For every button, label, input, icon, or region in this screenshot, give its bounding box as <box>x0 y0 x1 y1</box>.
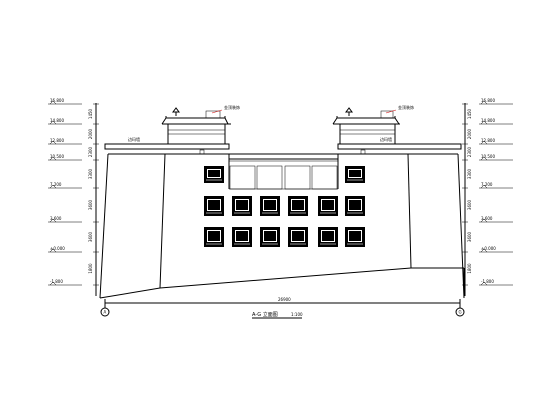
level-label: 7.200 <box>481 182 493 187</box>
axis-start-label: A <box>104 310 107 315</box>
building-outline <box>99 153 465 299</box>
dimension-label: 1450 <box>467 108 472 119</box>
window <box>345 166 365 183</box>
level-label: 10.500 <box>50 154 64 159</box>
level-label: 3.600 <box>481 216 493 221</box>
left-tower-note: 金顶装饰 <box>224 104 240 110</box>
level-label: 7.200 <box>50 182 62 187</box>
window <box>260 196 280 216</box>
level-label: 10.500 <box>481 154 495 159</box>
right-level-scale: 16.800 14.800 12.800 10.500 7.200 3.600 ±0.000… <box>462 98 513 296</box>
level-marker: ±0.000 <box>48 246 99 253</box>
level-marker: 16.800 <box>48 98 99 105</box>
dimension-label: 1800 <box>467 263 472 274</box>
window <box>232 196 252 216</box>
dimension-label: 1450 <box>88 108 93 119</box>
level-marker: 10.500 <box>462 154 513 161</box>
window <box>288 227 308 247</box>
window <box>204 196 224 216</box>
window <box>260 227 280 247</box>
dimension-label: 1800 <box>88 263 93 274</box>
level-label: 14.800 <box>50 118 64 123</box>
level-marker: ±0.000 <box>462 246 513 253</box>
level-label: 16.800 <box>481 98 495 103</box>
level-marker: 3.600 <box>462 216 513 223</box>
window <box>318 227 338 247</box>
cornice-bands <box>104 143 462 162</box>
level-label: 16.800 <box>50 98 64 103</box>
dimension-label: 3600 <box>467 199 472 210</box>
left-tower-roof: 金顶装饰 <box>161 104 240 144</box>
title-label: A-G 立面图 <box>252 311 278 318</box>
window-group <box>204 166 365 247</box>
dimension-label: 3300 <box>88 168 93 179</box>
level-marker: 7.200 <box>48 182 99 189</box>
drawing-title: A-G 立面图 1:100 <box>252 311 303 319</box>
axis-markers: A G <box>100 300 465 317</box>
dimension-label: 2000 <box>88 128 93 139</box>
level-label: -1.800 <box>481 279 494 284</box>
level-label: 14.800 <box>481 118 495 123</box>
window <box>204 227 224 247</box>
dimension-label: 2000 <box>467 128 472 139</box>
title-scale: 1:100 <box>291 312 303 317</box>
window <box>204 166 224 183</box>
window <box>345 196 365 216</box>
level-label: 12.800 <box>50 138 64 143</box>
upper-bays <box>229 165 338 190</box>
level-marker: 16.800 <box>462 98 513 105</box>
level-marker: -1.800 <box>462 279 513 286</box>
overall-width-label: 26900 <box>278 297 291 302</box>
overall-dimension: 26900 <box>104 297 461 308</box>
window <box>318 196 338 216</box>
window <box>288 196 308 216</box>
dimension-label: 3600 <box>88 231 93 242</box>
axis-bubble-start <box>100 307 110 317</box>
dimension-label: 3600 <box>88 199 93 210</box>
left-level-scale: 16.800 14.800 12.800 10.500 7.200 3.600 ±0.000… <box>48 98 99 296</box>
right-parapet-note: 边玛墙 <box>380 136 392 142</box>
level-label: ±0.000 <box>481 246 496 251</box>
window <box>232 227 252 247</box>
level-marker: 10.500 <box>48 154 99 161</box>
level-marker: 14.800 <box>48 118 99 125</box>
window <box>345 227 365 247</box>
axis-bubble-end <box>455 307 465 317</box>
level-label: 12.800 <box>481 138 495 143</box>
level-marker: -1.800 <box>48 279 99 286</box>
level-marker: 12.800 <box>462 138 513 145</box>
dimension-label: 2300 <box>467 146 472 157</box>
right-tower-roof: 金顶装饰 <box>332 104 414 144</box>
axis-end-label: G <box>459 310 462 315</box>
level-marker: 7.200 <box>462 182 513 189</box>
dimension-label: 2300 <box>88 146 93 157</box>
level-marker: 3.600 <box>48 216 99 223</box>
level-label: ±0.000 <box>50 246 65 251</box>
right-tower-note: 金顶装饰 <box>398 104 414 110</box>
left-parapet-note: 边玛墙 <box>128 136 140 142</box>
level-marker: 14.800 <box>462 118 513 125</box>
level-label: -1.800 <box>50 279 63 284</box>
level-label: 3.600 <box>50 216 62 221</box>
dimension-label: 3300 <box>467 168 472 179</box>
level-marker: 12.800 <box>48 138 99 145</box>
dimension-label: 3600 <box>467 231 472 242</box>
